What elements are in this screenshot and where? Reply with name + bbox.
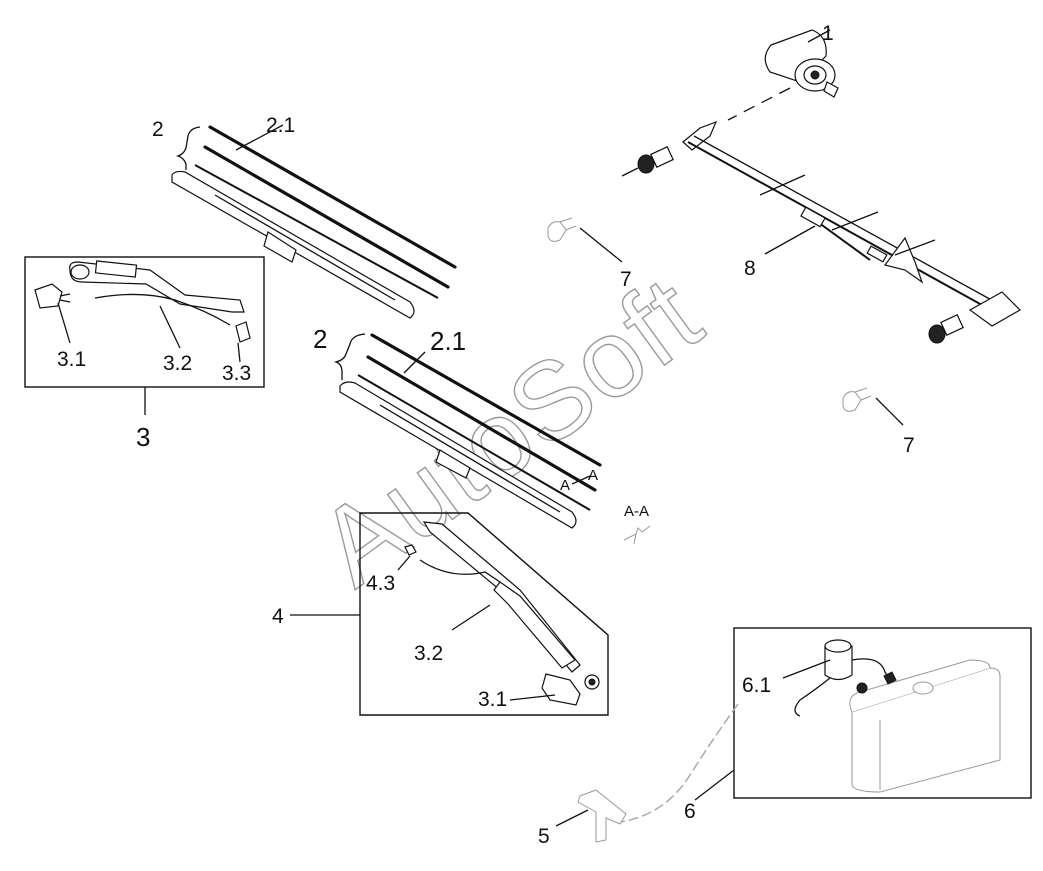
section-title-aa: A-A: [624, 503, 649, 520]
label-nozzle-upper: 7: [620, 268, 632, 291]
label-arm-left: 3.2: [163, 352, 192, 375]
label-arm-clip-left: 3.3: [222, 362, 251, 385]
washer-nozzle-upper: [547, 217, 577, 242]
watermark-text: AutoSoft: [297, 252, 724, 609]
wiper-linkage: [621, 120, 1021, 344]
washer-reservoir-box: [733, 627, 1032, 799]
label-arm-assembly-right: 4: [272, 605, 284, 628]
wiper-motor: [764, 29, 839, 98]
washer-nozzle-lower: [842, 387, 872, 412]
label-washer-reservoir: 6: [684, 800, 696, 823]
washer-pump: [794, 639, 897, 717]
section-mark-a1: A: [560, 477, 570, 494]
label-rubber-right: 2.1: [430, 326, 466, 356]
label-rubber-left: 2.1: [266, 114, 295, 137]
washer-reservoir: [849, 659, 1001, 793]
label-arm-right: 3.2: [414, 642, 443, 665]
label-motor: 1: [822, 22, 834, 45]
label-arm-assembly-left: 3: [136, 422, 150, 452]
wiper-arm-right: [404, 521, 600, 706]
wiper-arm-left: [34, 260, 251, 343]
wiper-blade-left: [171, 125, 457, 319]
label-blade-left: 2: [152, 118, 164, 141]
section-mark-a2: A: [588, 467, 598, 484]
label-arm-cap-right: 3.1: [478, 688, 507, 711]
label-tee-connector: 5: [538, 825, 550, 848]
label-arm-cap-left: 3.1: [57, 348, 86, 371]
label-linkage: 8: [744, 257, 756, 280]
label-arm-clip-right: 4.3: [366, 572, 395, 595]
label-blade-right: 2: [313, 324, 327, 354]
wiper-blade-right: [339, 333, 602, 529]
tee-connector: [577, 789, 627, 843]
label-nozzle-lower: 7: [903, 434, 915, 457]
arm-assembly-right-box: [359, 512, 609, 716]
washer-hose: [619, 703, 739, 823]
label-washer-pump: 6.1: [742, 674, 771, 697]
